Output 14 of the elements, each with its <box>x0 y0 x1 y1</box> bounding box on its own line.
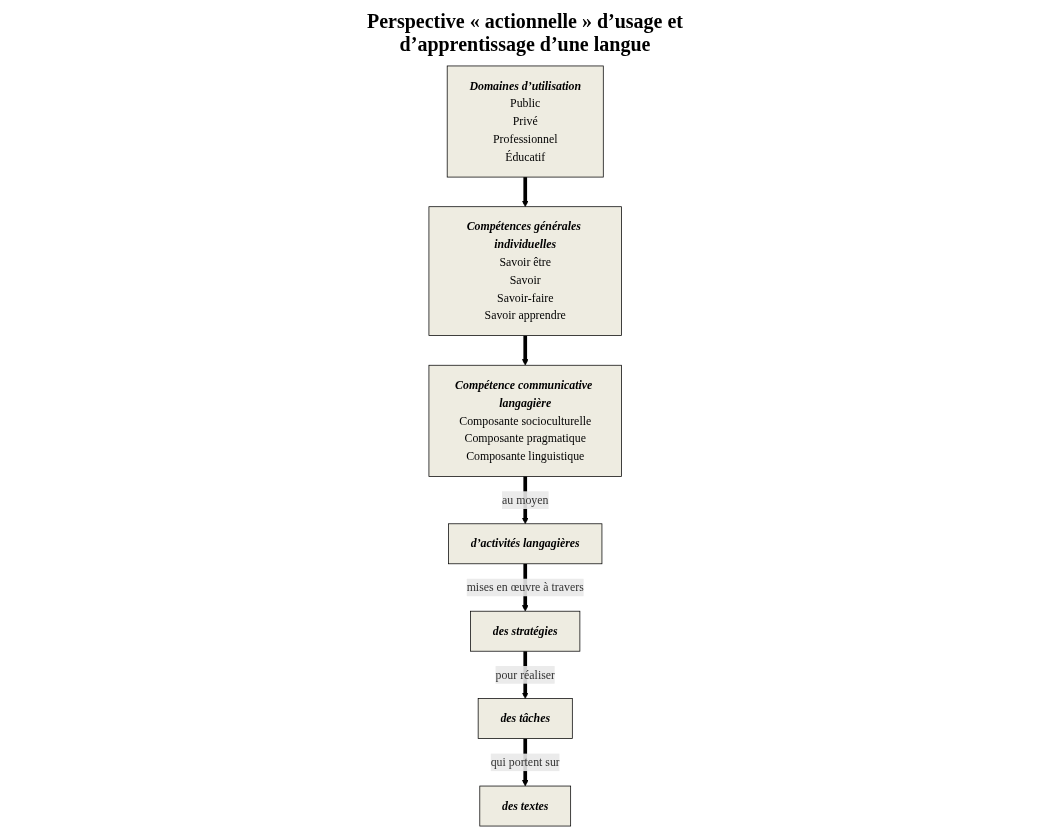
node-box: des stratégies <box>470 610 580 652</box>
arrow <box>521 335 529 366</box>
node-box: des textes <box>479 785 571 827</box>
diagram-title: Perspective « actionnelle » d’usage et d’apprentissage d’une langue <box>365 10 684 56</box>
edge-label: mises en œuvre à travers <box>466 580 584 594</box>
node-box: des tâches <box>477 698 573 739</box>
node-box: Compétences générales individuelles Savoir être Savoir Savoir-faire Savoir apprendre <box>428 206 622 336</box>
node-box: d’activités langagières <box>447 523 603 565</box>
node-box: Compétence communicative langagière Composante socioculturelle Composante pragmatique Composante linguistique <box>428 364 622 477</box>
edge-label: qui portent sur <box>490 755 560 769</box>
node-box: Domaines d’utilisation Public Privé Professionnel Éducatif <box>446 65 604 178</box>
edge-label: au moyen <box>501 493 549 507</box>
arrow <box>521 177 529 207</box>
edge-label: pour réaliser <box>495 668 555 681</box>
